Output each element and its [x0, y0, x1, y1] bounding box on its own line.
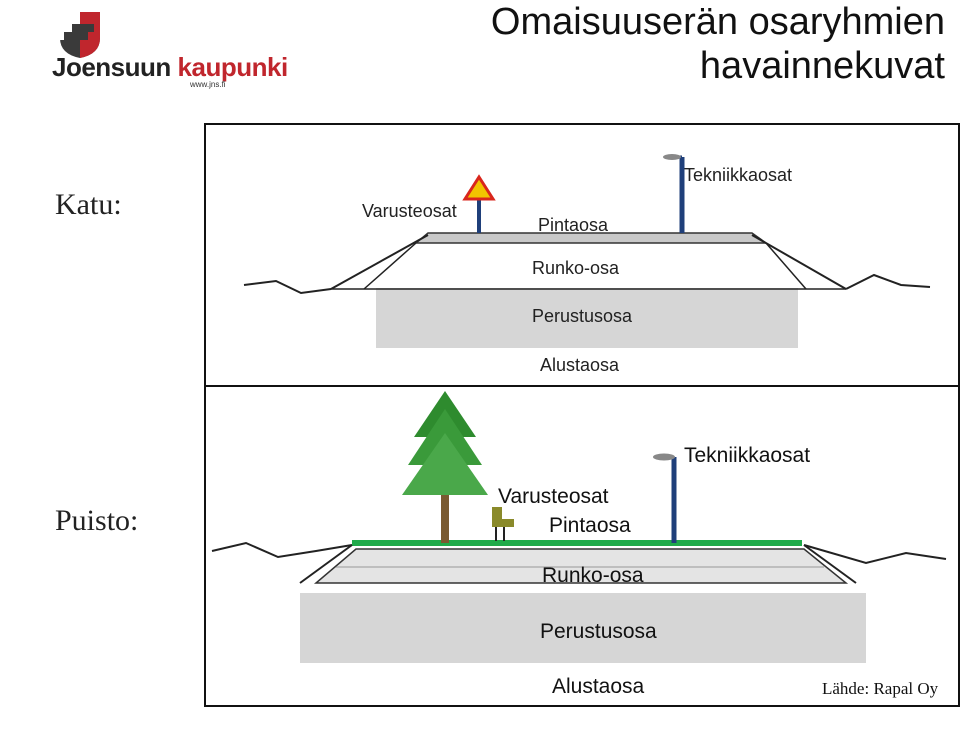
puisto-panel: Varusteosat Pintaosa Tekniikkaosat Runko… [204, 385, 960, 707]
warning-sign-icon [462, 174, 496, 201]
park-lamp-icon [653, 453, 675, 461]
street-lamp-icon [663, 154, 681, 160]
puisto-tekniikkaosat-label: Tekniikkaosat [684, 444, 811, 467]
logo-name-part2: kaupunki [177, 52, 289, 82]
city-crest-icon [60, 12, 100, 58]
puisto-left-slope [299, 544, 353, 584]
puisto-runko-layer [313, 548, 849, 584]
katu-runko-osa-label: Runko-osa [532, 258, 620, 278]
puisto-perustusosa-layer [300, 593, 866, 663]
puisto-runko-osa-label: Runko-osa [542, 564, 644, 587]
title-line-1: Omaisuuserän osaryhmien [490, 1, 945, 43]
puisto-right-slope [803, 544, 857, 584]
puisto-row-label: Puisto: [55, 504, 139, 537]
katu-tekniikkaosat-label: Tekniikkaosat [684, 165, 793, 185]
katu-left-slope-inner [363, 242, 417, 290]
katu-runko-layer [326, 243, 846, 288]
puisto-ground-right [803, 544, 947, 565]
puisto-pintaosa-label: Pintaosa [549, 514, 631, 537]
tree-tier-3 [402, 433, 488, 495]
logo-wordmark: Joensuun kaupunki [52, 52, 288, 83]
katu-left-slope [330, 234, 429, 290]
logo-name-part1: Joensuun [52, 52, 171, 82]
puisto-perustusosa-label: Perustusosa [540, 620, 657, 643]
katu-row-label: Katu: [55, 188, 122, 221]
title-line-2: havainnekuvat [699, 45, 945, 87]
katu-ground-right [845, 273, 931, 290]
puisto-varusteosat-label: Varusteosat [498, 485, 609, 508]
bench-seat [492, 519, 514, 527]
puisto-alustaosa-label: Alustaosa [552, 675, 645, 698]
source-credit: Lähde: Rapal Oy [822, 679, 939, 698]
katu-alustaosa-label: Alustaosa [540, 355, 620, 375]
bench-icon [492, 507, 502, 527]
katu-right-slope-inner [765, 242, 807, 290]
katu-perustusosa-label: Perustusosa [532, 306, 633, 326]
katu-cross-section [243, 154, 931, 348]
city-logo [50, 10, 230, 100]
logo-url: www.jns.fi [190, 80, 226, 89]
page-title: Omaisuuserän osaryhmien havainnekuvat [430, 0, 945, 88]
katu-varusteosat-label: Varusteosat [362, 201, 457, 221]
katu-ground-left [243, 279, 332, 295]
puisto-ground-left [211, 541, 353, 559]
katu-perustusosa-layer [376, 288, 798, 348]
katu-panel: Varusteosat Pintaosa Tekniikkaosat Runko… [204, 123, 960, 389]
tree-trunk [441, 495, 449, 543]
puisto-cross-section [211, 391, 947, 663]
katu-pintaosa-label: Pintaosa [538, 215, 609, 235]
